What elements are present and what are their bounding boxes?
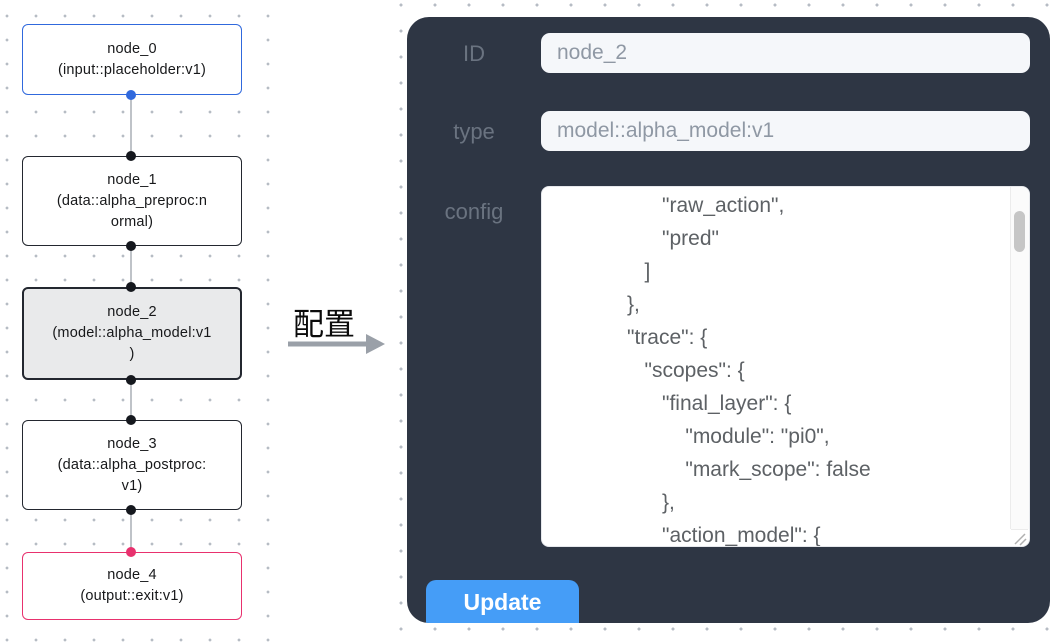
node-type-label: (model::alpha_model:v1 [52, 325, 212, 341]
node-type-label: (output::exit:v1) [80, 588, 184, 604]
configure-annotation-label: 配置 [293, 307, 355, 342]
config-textarea[interactable]: "raw_action", "pred" ] }, "trace": { "sc… [541, 186, 1030, 547]
config-scrollbar-track[interactable] [1010, 187, 1029, 529]
handle-node4-in[interactable] [126, 547, 136, 557]
id-field-label: ID [463, 41, 485, 66]
handle-node2-in[interactable] [126, 282, 136, 292]
right-arrow-icon [288, 334, 385, 354]
handle-node2-out[interactable] [126, 375, 136, 385]
resize-grip-icon[interactable] [1011, 529, 1028, 546]
id-input[interactable] [541, 33, 1030, 73]
handle-node3-out[interactable] [126, 505, 136, 515]
handle-node1-in[interactable] [126, 151, 136, 161]
node-title: node_0 [107, 40, 157, 57]
node-title: node_3 [107, 435, 157, 452]
config-json-text[interactable]: "raw_action", "pred" ] }, "trace": { "sc… [627, 194, 871, 546]
node-type-label: ormal) [110, 213, 154, 230]
edge-node0-node1 [130, 95, 132, 156]
node-node_0[interactable]: node_0 (input::placeholder:v1) [22, 24, 242, 95]
node-type-label: v1) [121, 477, 143, 494]
config-scrollbar-thumb[interactable] [1014, 211, 1025, 252]
type-input[interactable] [541, 111, 1030, 151]
node-type-label: ) [129, 346, 135, 362]
handle-node1-out[interactable] [126, 241, 136, 251]
node-type-label: (input::placeholder:v1) [57, 61, 207, 78]
edge-node3-node4 [130, 510, 132, 552]
node-node_2-selected[interactable]: node_2 (model::alpha_model:v1 ) [22, 287, 242, 380]
config-field-label: config [444, 199, 504, 224]
node-title: node_4 [107, 567, 157, 583]
handle-node0-out[interactable] [126, 90, 136, 100]
node-node_4[interactable]: node_4 (output::exit:v1) [22, 552, 242, 620]
edge-node2-node3 [130, 380, 132, 420]
node-type-label: (data::alpha_preproc:n [56, 192, 208, 209]
node-node_1[interactable]: node_1 (data::alpha_preproc:n ormal) [22, 156, 242, 246]
node-config-panel: ID type config "raw_action", "pred" ] },… [407, 17, 1050, 623]
edge-node1-node2 [130, 246, 132, 287]
node-type-label: (data::alpha_postproc: [57, 456, 207, 473]
type-field-label: type [453, 119, 495, 144]
node-node_3[interactable]: node_3 (data::alpha_postproc: v1) [22, 420, 242, 510]
node-title: node_1 [107, 171, 157, 188]
update-button[interactable]: Update [426, 580, 579, 623]
node-title: node_2 [107, 304, 157, 320]
handle-node3-in[interactable] [126, 415, 136, 425]
